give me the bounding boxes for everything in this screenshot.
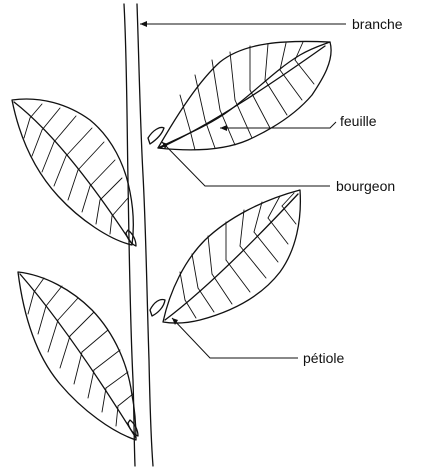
leader-bourgeon [162, 142, 330, 186]
label-feuille: feuille [340, 113, 377, 129]
label-bourgeon: bourgeon [336, 178, 395, 194]
leader-petiole [172, 318, 298, 358]
label-petiole: pétiole [303, 350, 344, 366]
branch-stem [124, 4, 153, 466]
leader-feuille [220, 122, 336, 128]
leaf-middle-right [150, 190, 300, 323]
arrowhead-feuille [220, 125, 227, 131]
bud-middle [150, 299, 165, 316]
leaf-upper-left [12, 99, 136, 246]
label-branche: branche [352, 16, 403, 32]
arrowhead-branche [140, 21, 147, 27]
leaf-upper-right [148, 41, 331, 150]
leader-lines [140, 24, 346, 358]
leaf-lower-left [18, 272, 138, 440]
